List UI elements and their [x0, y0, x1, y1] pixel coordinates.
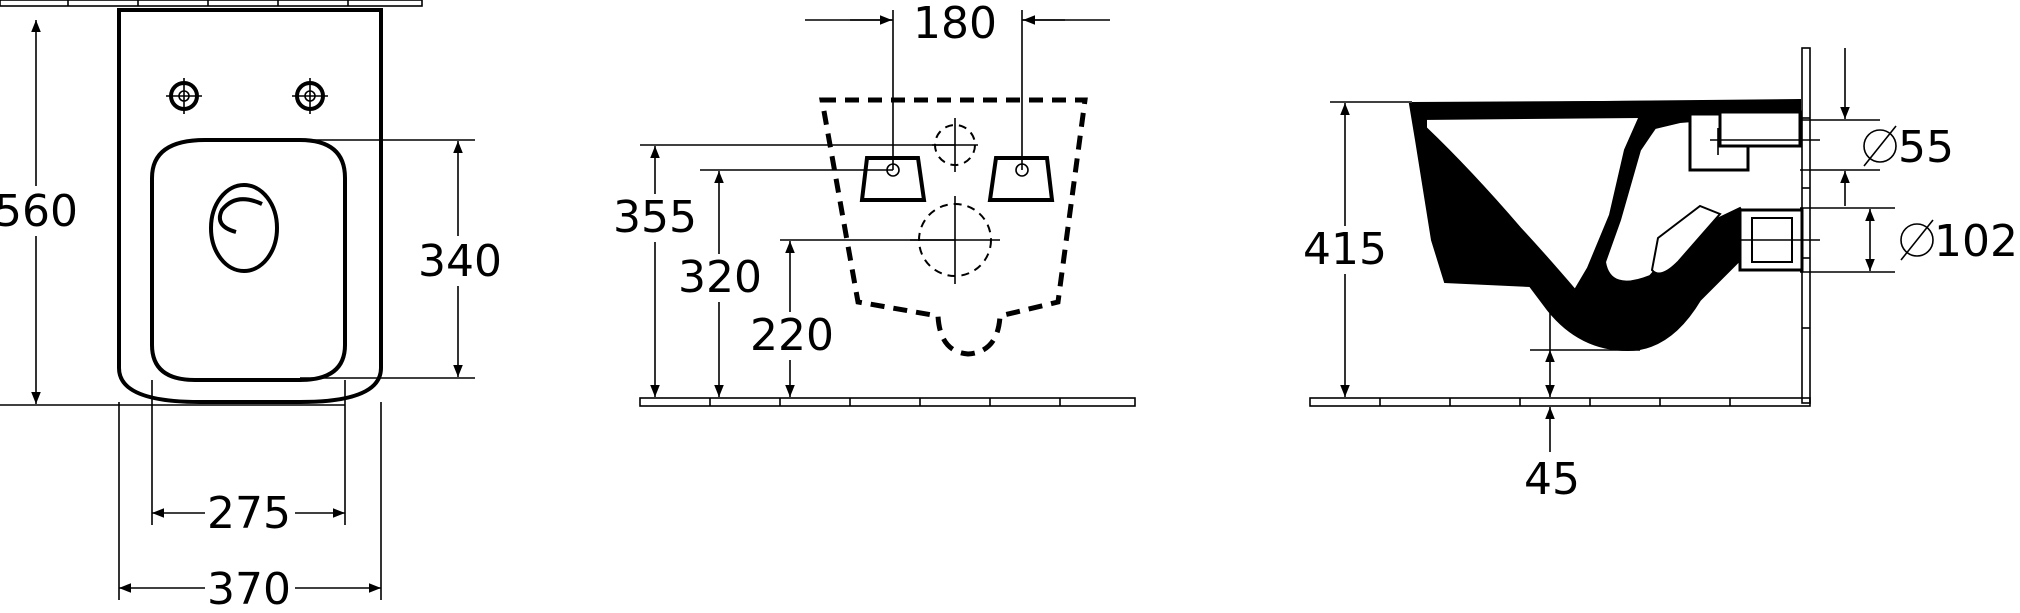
label-outlet-102: 102 — [1934, 216, 2018, 267]
bolt-hole-right — [292, 78, 328, 114]
label-bolt-spacing: 180 — [913, 0, 997, 49]
label-rear-355: 355 — [613, 192, 697, 243]
diameter-102-icon — [1900, 219, 1934, 261]
label-outer-width: 370 — [207, 564, 291, 608]
flush-hole-swirl — [217, 197, 263, 234]
side-seat — [1411, 100, 1801, 120]
label-side-height: 415 — [1303, 224, 1387, 275]
diameter-55-icon — [1863, 125, 1897, 167]
rear-bowl-outline — [819, 97, 1088, 357]
bowl-outline-top — [117, 8, 383, 404]
label-rear-220: 220 — [750, 310, 834, 361]
top-wall-strip — [0, 0, 423, 7]
rear-bolt-plate-right — [987, 156, 1055, 202]
flush-hole — [209, 183, 279, 273]
label-front-height: 560 — [0, 186, 78, 237]
side-bowl-inner — [1425, 115, 1642, 292]
seat-inner-top — [150, 138, 347, 382]
label-seat-depth: 340 — [418, 236, 502, 287]
outlet-upper — [1688, 110, 1820, 172]
rear-bolt-plate-left — [859, 156, 927, 202]
floor-strip-rear — [639, 397, 1136, 407]
outlet-lower — [1720, 208, 1820, 272]
top-view: 560 340 275 370 — [0, 0, 502, 613]
side-trap — [1650, 204, 1722, 275]
label-rear-320: 320 — [678, 252, 762, 303]
label-drain-depth: 45 — [1524, 454, 1580, 505]
floor-strip-side — [1309, 397, 1811, 407]
label-inner-width: 275 — [207, 488, 291, 539]
side-view: 415 45 55 102 — [1300, 47, 2018, 505]
bolt-hole-left — [166, 78, 202, 114]
rear-view: 180 355 320 220 — [612, 0, 1136, 407]
label-outlet-55: 55 — [1898, 122, 1954, 173]
